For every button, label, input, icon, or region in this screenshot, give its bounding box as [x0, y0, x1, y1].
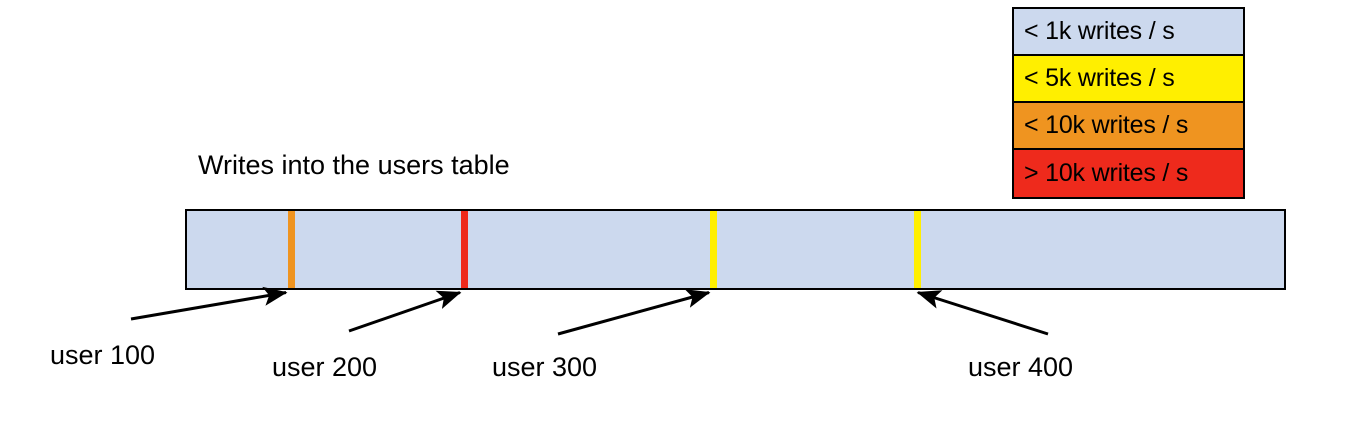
legend-item-label: > 10k writes / s: [1024, 159, 1189, 187]
label-user-400: user 400: [968, 352, 1074, 382]
write-rate-legend: < 1k writes / s < 5k writes / s < 10k wr…: [1012, 7, 1245, 199]
chart-title: Writes into the users table: [198, 150, 510, 180]
marker-user-100: [288, 211, 295, 288]
users-table-bar: [185, 209, 1286, 290]
marker-user-300: [710, 211, 717, 288]
label-user-200: user 200: [272, 352, 378, 382]
label-user-300: user 300: [492, 352, 598, 382]
legend-item-label: < 1k writes / s: [1024, 17, 1175, 45]
marker-user-200: [461, 211, 468, 288]
legend-item-lt-10k[interactable]: < 10k writes / s: [1014, 103, 1243, 150]
label-user-100: user 100: [50, 340, 156, 370]
legend-item-label: < 5k writes / s: [1024, 64, 1175, 92]
arrow-user-400: [916, 290, 1049, 336]
marker-user-400: [914, 211, 921, 288]
legend-item-lt-5k[interactable]: < 5k writes / s: [1014, 56, 1243, 103]
arrow-user-100: [130, 286, 288, 321]
arrow-user-200: [348, 290, 462, 333]
legend-item-lt-1k[interactable]: < 1k writes / s: [1014, 9, 1243, 56]
arrow-user-300: [557, 289, 711, 336]
legend-item-gt-10k[interactable]: > 10k writes / s: [1014, 150, 1243, 197]
legend-item-label: < 10k writes / s: [1024, 111, 1189, 139]
